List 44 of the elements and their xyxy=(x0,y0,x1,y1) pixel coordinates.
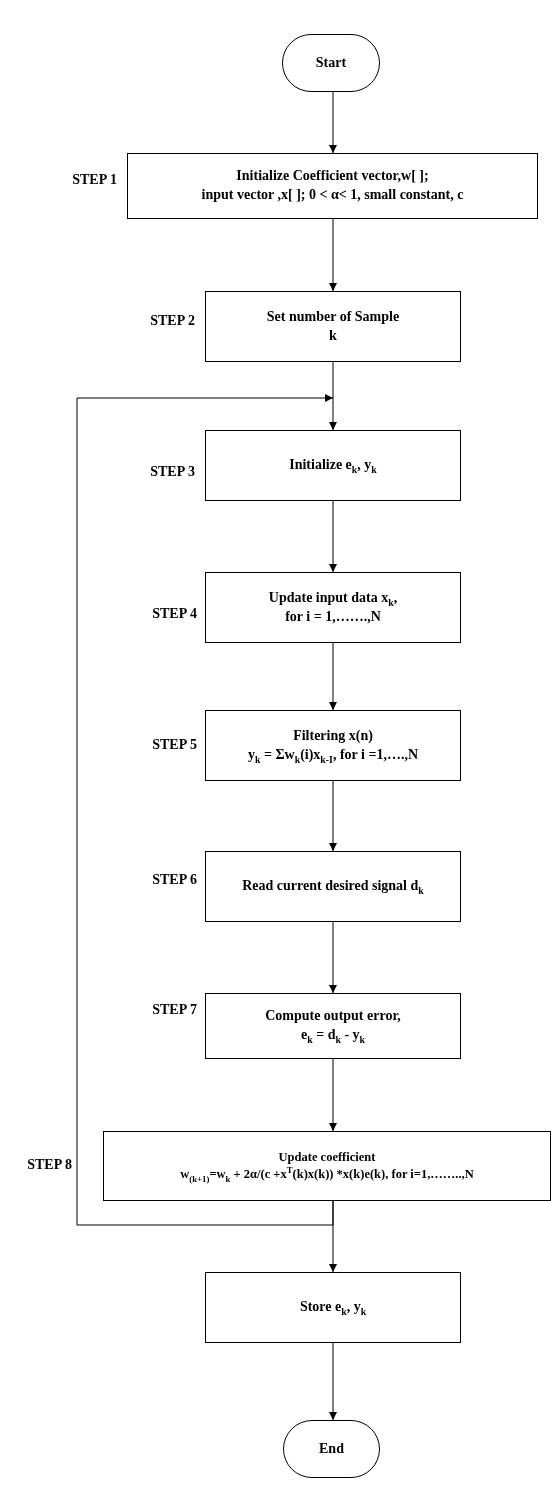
step-text: Set number of Sample xyxy=(266,307,400,326)
step-text: Start xyxy=(315,53,347,72)
arrow xyxy=(329,921,337,994)
step-label: STEP 3 xyxy=(150,464,195,480)
arrow xyxy=(329,1342,337,1421)
step-text: End xyxy=(319,1439,344,1458)
step-text: Compute output error, xyxy=(265,1007,401,1026)
step-text: k xyxy=(329,326,337,345)
process-box xyxy=(103,1131,551,1201)
step-text: Read current desired signal d$_{k}$ xyxy=(242,877,424,896)
arrow xyxy=(329,1058,337,1132)
process-box xyxy=(205,993,461,1059)
arrow xyxy=(329,780,337,852)
step-label: STEP 7 xyxy=(152,1002,197,1018)
process-box xyxy=(205,1272,461,1343)
arrow xyxy=(329,361,337,431)
process-box xyxy=(205,430,461,501)
step-text: for i = 1,…….,N xyxy=(285,607,381,626)
step-text: w$_{(k+1)}$=w$_{k}$ + 2α/(c +x$^{T}$(k)x(k)) *x(k)e(k), for i=1,……..,N xyxy=(180,1166,474,1183)
process-box xyxy=(205,572,461,643)
step-text: Update coefficient xyxy=(278,1149,376,1166)
step-label: STEP 5 xyxy=(152,737,197,753)
arrow xyxy=(329,218,337,292)
step-label: STEP 8 xyxy=(27,1157,72,1173)
step-text: y$_{k}$ = Σw$_{k}$(i)x$_{k-I}$, for i =1,….,N xyxy=(248,745,418,765)
step-text: Update input data x$_{k}$, xyxy=(268,588,398,608)
process-box xyxy=(205,710,461,781)
step-label: STEP 2 xyxy=(150,313,195,329)
process-box xyxy=(205,291,461,362)
process-box xyxy=(127,153,538,219)
arrow xyxy=(329,642,337,711)
step-label: STEP 1 xyxy=(72,172,117,188)
step-label: STEP 6 xyxy=(152,872,197,888)
process-box xyxy=(205,851,461,922)
step-text: Store e$_{k}$, y$_{k}$ xyxy=(299,1298,367,1317)
loop-arrow xyxy=(76,394,334,1226)
step-text: Initialize Coefficient vector,w[ ]; xyxy=(236,167,429,186)
step-text: Initialize e$_{k}$, y$_{k}$ xyxy=(289,456,377,475)
step-text: input vector ,x[ ]; 0 < α< 1, small constant, c xyxy=(201,186,464,204)
step-label: STEP 4 xyxy=(152,606,197,622)
step-text: e$_{k}$ = d$_{k}$ - y$_{k}$ xyxy=(301,1026,365,1045)
arrow xyxy=(329,500,337,573)
arrow xyxy=(329,91,337,154)
step-text: Filtering x(n) xyxy=(293,726,373,745)
